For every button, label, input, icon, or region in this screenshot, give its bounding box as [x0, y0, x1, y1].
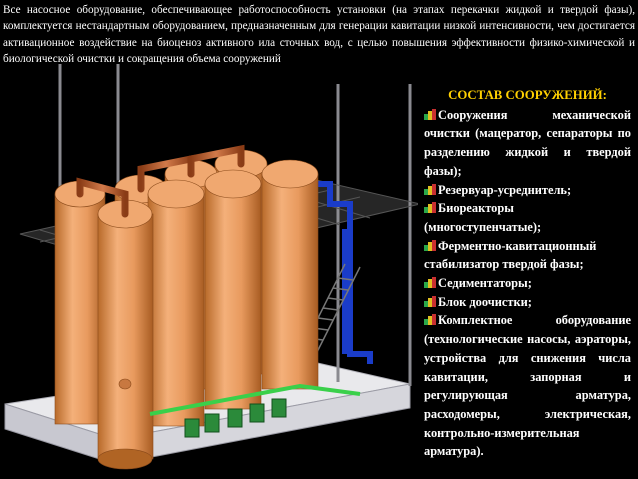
- list-item-text: Биореакторы (многоступенчатые);: [424, 201, 542, 234]
- list-item-text: Резервуар-усреднитель;: [438, 182, 572, 197]
- list-item-text: Комплектное оборудование (технологически…: [424, 313, 631, 459]
- intro-paragraph: Все насосное оборудование, обеспечивающе…: [3, 4, 635, 66]
- list-item: Биореакторы (многоступенчатые);: [424, 199, 631, 236]
- list-item: Седиментаторы;: [424, 274, 631, 293]
- list-item-text: Ферментно-кавитационный стабилизатор тве…: [424, 238, 597, 272]
- plant-3d-illustration: [4, 64, 418, 470]
- green-pipeline: [149, 383, 361, 416]
- list-item: Комплектное оборудование (технологически…: [424, 311, 631, 461]
- colored-blocks-icon: [424, 239, 436, 251]
- colored-blocks-icon: [424, 108, 436, 120]
- colored-blocks-icon: [424, 202, 436, 214]
- colored-blocks-icon: [424, 277, 436, 289]
- list-item: Сооружения механической очистки (мацерат…: [424, 106, 631, 181]
- list-item: Блок доочистки;: [424, 293, 631, 312]
- colored-blocks-icon: [424, 183, 436, 195]
- list-item: Резервуар-усреднитель;: [424, 181, 631, 200]
- list-item-text: Сооружения механической очистки (мацерат…: [424, 107, 631, 178]
- colored-blocks-icon: [424, 295, 436, 307]
- structures-panel: СОСТАВ СООРУЖЕНИЙ: Сооружения механическ…: [424, 86, 631, 461]
- tank: [54, 180, 106, 425]
- tank: [261, 159, 319, 390]
- orange-pipeline: [76, 144, 245, 378]
- list-item-text: Блок доочистки;: [438, 294, 532, 309]
- blue-pipeline: [300, 181, 373, 364]
- list-item: Ферментно-кавитационный стабилизатор тве…: [424, 237, 631, 274]
- colored-blocks-icon: [424, 314, 436, 326]
- pump-block: [184, 398, 287, 438]
- list-item-text: Седиментаторы;: [438, 276, 532, 291]
- panel-title: СОСТАВ СООРУЖЕНИЙ:: [448, 88, 607, 102]
- tank: [97, 199, 154, 470]
